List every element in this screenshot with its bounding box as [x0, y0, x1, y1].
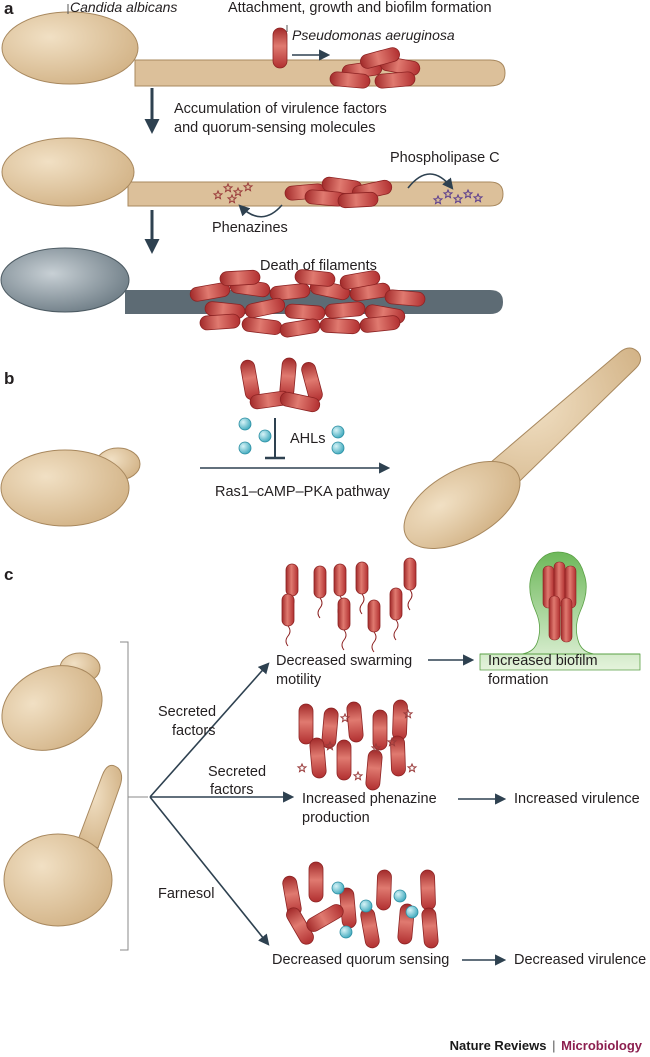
phenazines-arrow [238, 204, 283, 218]
swarming-label-2: motility [276, 672, 322, 688]
candida-hypha-2 [1, 137, 504, 207]
panel-b-label: b [4, 369, 14, 388]
phenazine-label-2: production [302, 810, 370, 826]
hyphal-cell-b [403, 347, 642, 549]
accumulation-label-1: Accumulation of virulence factors [174, 101, 387, 117]
hyphal-cell-c [3, 764, 123, 927]
yeast-cell-c [1, 652, 103, 751]
biofilm-label-1: Increased biofilm [488, 653, 598, 669]
journal-subject: Microbiology [561, 1038, 642, 1053]
virulence-up-label: Increased virulence [514, 791, 640, 807]
arrow-to-quorum [149, 796, 270, 946]
phospholipase-arrow [407, 173, 454, 190]
panel-a-label: a [4, 0, 14, 18]
phenazine-label-1: Increased phenazine [302, 791, 437, 807]
credit-separator: | [552, 1038, 556, 1053]
accumulation-label-2: and quorum-sensing molecules [174, 120, 376, 136]
pathway-label: Ras1–cAMP–PKA pathway [215, 484, 391, 500]
swarming-label-1: Decreased swarming [276, 653, 412, 669]
candida-hypha-1 [1, 11, 506, 87]
secreted-label-1a: Secreted [158, 704, 216, 720]
secreted-label-2a: Secreted [208, 764, 266, 780]
phenazines-label: Phenazines [212, 220, 288, 236]
bacteria-cluster-b [239, 357, 325, 414]
attachment-label: Attachment, growth and biofilm formation [228, 0, 492, 16]
quorum-label: Decreased quorum sensing [272, 952, 449, 968]
yeast-cell-b [0, 447, 141, 527]
biofilm-structure [479, 551, 641, 671]
secreted-label-1b: factors [172, 723, 216, 739]
death-label: Death of filaments [260, 258, 377, 274]
journal-credit: Nature Reviews | Microbiology [450, 1038, 642, 1053]
secreted-label-2b: factors [210, 782, 254, 798]
arrow-to-swarming [149, 662, 270, 798]
pseudomonas-label: Pseudomonas aeruginosa [292, 27, 455, 43]
panel-c-label: c [4, 565, 13, 584]
journal-name: Nature Reviews [449, 1038, 547, 1053]
phospholipase-label: Phospholipase C [390, 150, 500, 166]
biofilm-label-2: formation [488, 672, 548, 688]
phenazine-bacteria [298, 699, 409, 791]
farnesol-label: Farnesol [158, 886, 214, 902]
ahls-label: AHLs [290, 431, 325, 447]
cell-bracket [120, 641, 129, 951]
candida-label: Candida albicans [70, 0, 177, 15]
swarming-bacteria [281, 557, 417, 653]
virulence-down-label: Decreased virulence [514, 952, 646, 968]
